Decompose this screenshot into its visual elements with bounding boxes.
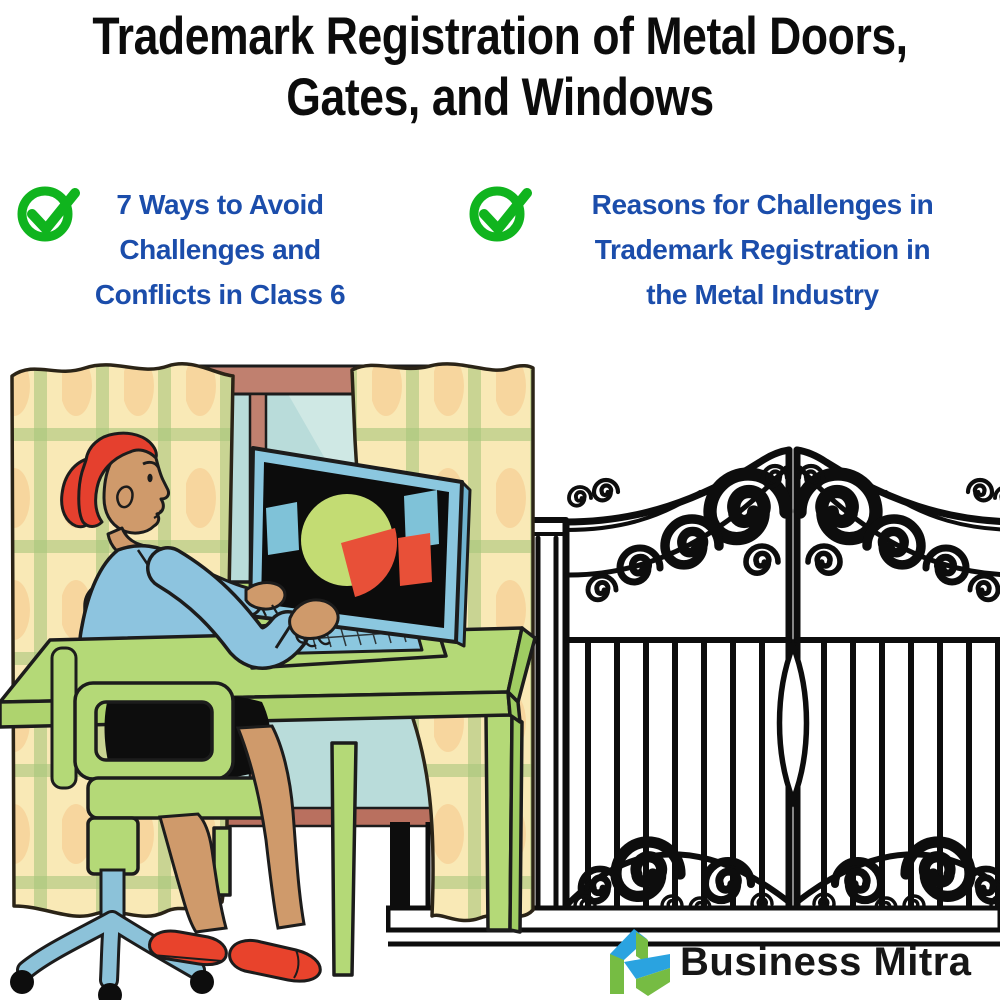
bullet-left-line: Challenges and (119, 234, 321, 265)
woman-legs (148, 724, 322, 983)
red-shoe (228, 938, 322, 983)
page-title-line2: Gates, and Windows (286, 68, 714, 127)
pie-chart (266, 490, 439, 597)
bullet-right: Reasons for Challenges in Trademark Regi… (535, 182, 990, 317)
bullet-left-line: Conflicts in Class 6 (94, 279, 346, 310)
page-title-line1: Trademark Registration of Metal Doors, (92, 7, 908, 66)
office-chair-front (10, 646, 284, 1000)
check-circle-icon (17, 186, 80, 242)
woman-arms (146, 546, 340, 670)
bullet-right-line: Reasons for Challenges in (591, 189, 934, 220)
brand-name: Business Mitra (680, 939, 972, 984)
page-title: Trademark Registration of Metal Doors, G… (80, 6, 920, 128)
bullet-left-line: 7 Ways to Avoid (116, 189, 324, 220)
bullet-left: 7 Ways to Avoid Challenges and Conflicts… (70, 182, 370, 317)
illustration-scene (0, 362, 1000, 1000)
bullet-right-line: the Metal Industry (646, 279, 879, 310)
business-mitra-logo-icon (610, 929, 670, 996)
bullet-right-line: Trademark Registration in (594, 234, 931, 265)
check-circle-icon (469, 186, 532, 242)
brand-logo: Business Mitra (598, 926, 972, 998)
